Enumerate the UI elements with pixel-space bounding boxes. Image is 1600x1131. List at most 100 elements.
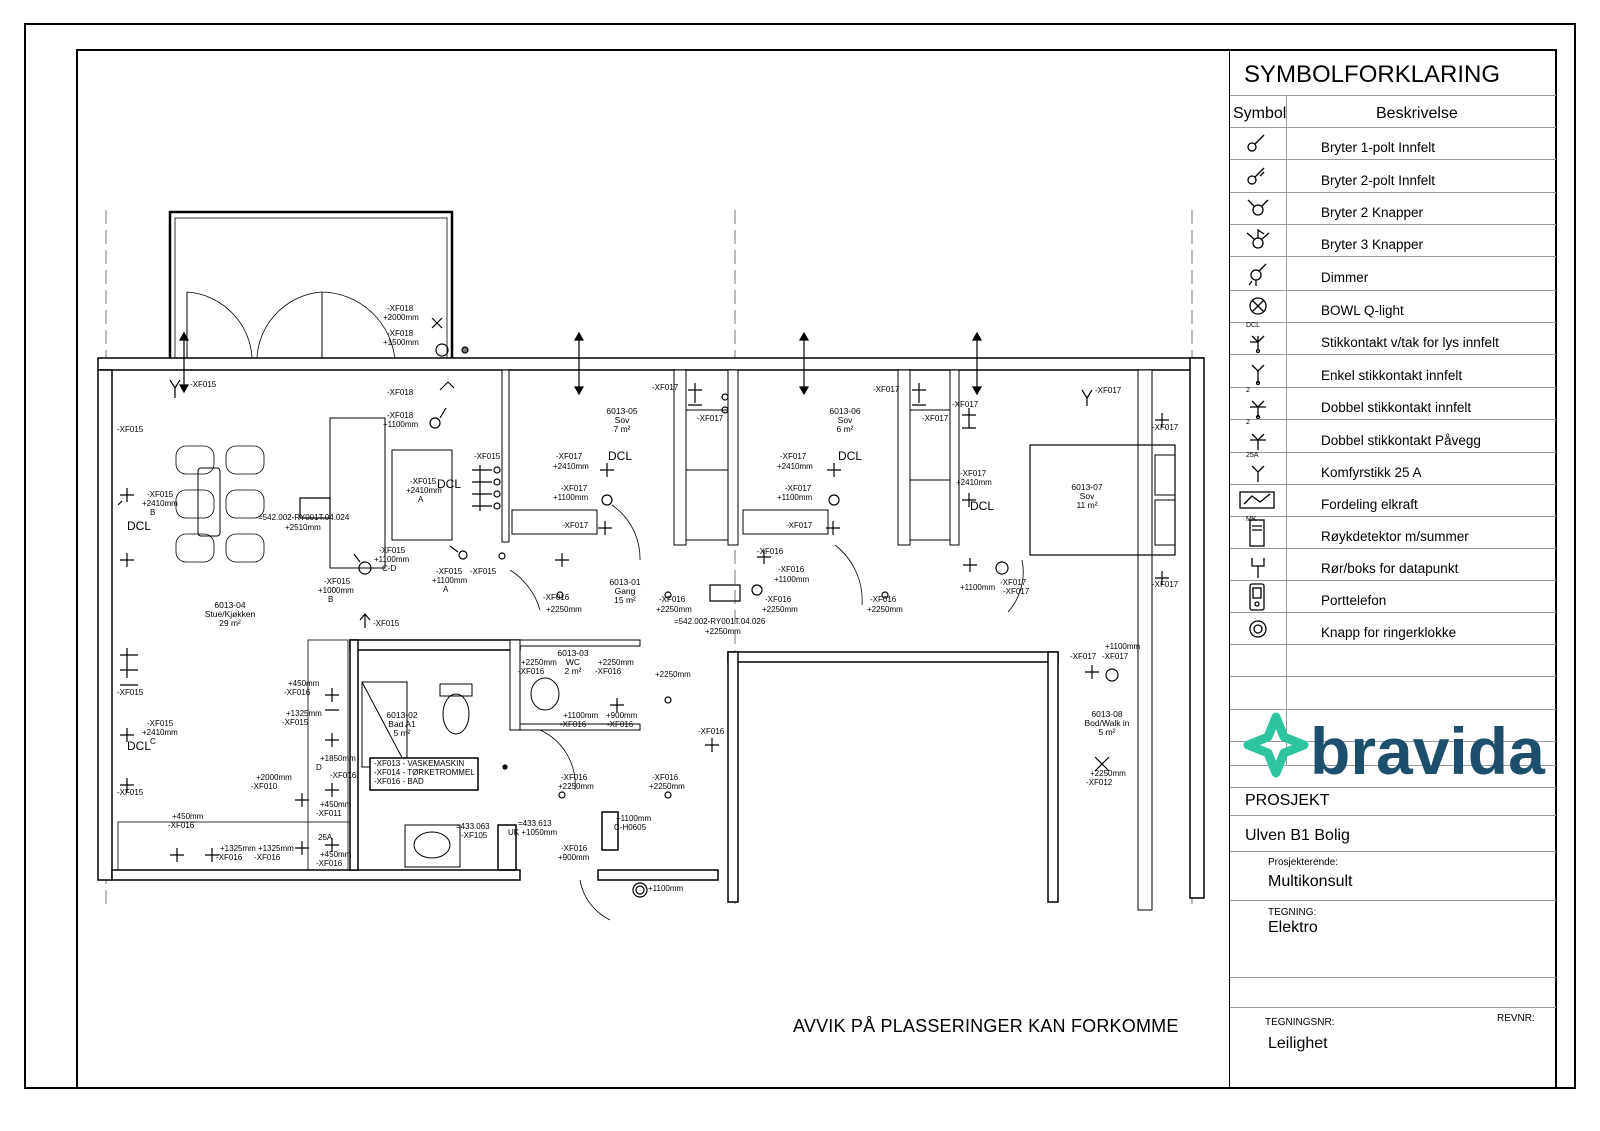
plan-annotation: -XF015	[147, 719, 174, 728]
plan-annotation: -XF018	[387, 329, 414, 338]
distribution-board-icon	[1230, 485, 1286, 517]
placement-note: AVVIK PÅ PLASSERINGER KAN FORKOMME	[793, 1016, 1179, 1036]
plan-annotation: -XF017	[960, 469, 987, 478]
plan-annotation: DCL	[608, 449, 632, 463]
plan-annotation: =433.613	[518, 819, 552, 828]
plan-annotation: DCL	[127, 739, 151, 753]
legend-col-description: Beskrivelse	[1376, 105, 1458, 122]
legend-row: Bryter 3 Knapper	[1230, 224, 1556, 257]
plan-annotation: =542.002-RY001T.04.026	[674, 617, 766, 626]
legend-title: SYMBOLFORKLARING	[1244, 61, 1501, 88]
double-outlet-icon: 2	[1230, 387, 1286, 420]
stove-outlet-icon: 25A	[1230, 452, 1286, 485]
plan-annotation: -XF016	[778, 565, 805, 574]
plan-annotation: -XF017	[952, 400, 979, 409]
legend-row-empty	[1230, 644, 1556, 677]
legend-row: BOWL Q-light	[1230, 290, 1556, 323]
plan-annotation: -XF016	[543, 593, 570, 602]
plan-annotation: =433.063	[456, 822, 490, 831]
room-name-wc: WC	[566, 657, 580, 667]
plan-annotation: +1000mm	[318, 586, 354, 595]
plan-annotation: C-H0605	[614, 823, 647, 832]
plan-annotation: +1100mm	[432, 576, 468, 585]
legend-col-symbol: Symbol	[1233, 105, 1287, 122]
plan-annotation: DCL	[127, 519, 151, 533]
plan-annotation: 25A	[318, 833, 333, 842]
plan-annotation: C	[150, 737, 156, 746]
plan-annotation: -XF017	[556, 452, 583, 461]
plan-annotation: -XF016	[330, 771, 357, 780]
plan-annotation: +2410mm	[777, 462, 813, 471]
plan-annotation: -XF015	[373, 619, 400, 628]
plan-annotation: +2250mm	[656, 605, 692, 614]
plan-annotation: -XF015	[324, 577, 351, 586]
plan-annotation: -XF017	[1152, 580, 1179, 589]
plan-annotation: +1100mm	[960, 583, 996, 592]
legend-description: Dobbel stikkontakt innfelt	[1321, 400, 1472, 415]
room-area-bod: 5 m²	[1099, 727, 1116, 737]
plan-annotation: -XF015	[474, 452, 501, 461]
drawing-no: Leilighet	[1268, 1035, 1328, 1052]
room-name-gang: Gang	[615, 586, 636, 596]
room-name-sov1: Sov	[615, 415, 630, 425]
plan-annotation: +1100mm	[553, 493, 589, 502]
designer: Multikonsult	[1268, 873, 1353, 890]
room-area-sov3: 11 m²	[1076, 500, 1097, 510]
plan-annotation: =542.002-RY001T.04.024	[258, 513, 350, 522]
legend-description: Porttelefon	[1321, 593, 1387, 608]
legend-row-empty	[1230, 676, 1556, 709]
plan-annotation: +1100mm	[616, 814, 652, 823]
legend-symbol-text: 2	[1246, 419, 1250, 426]
plan-annotation: -XF105	[461, 831, 488, 840]
legend-description: Knapp for ringerklokke	[1321, 625, 1457, 640]
plan-annotation: +1100mm	[1105, 642, 1141, 651]
plan-annotation: -XF017	[1070, 652, 1097, 661]
switch-2button-icon	[1230, 193, 1286, 225]
plan-annotation: -XF017	[697, 414, 724, 423]
room-name-sov2: Sov	[838, 415, 853, 425]
plan-annotation: -XF016	[607, 720, 634, 729]
plan-annotation: DCL	[838, 449, 862, 463]
plan-annotation: -XF016	[560, 720, 587, 729]
room-id-stue: 6013-04	[214, 600, 245, 610]
plan-annotation: B	[328, 595, 333, 604]
legend-row: Rør/boks for datapunkt	[1230, 548, 1556, 581]
plan-annotation: -XF018	[387, 304, 414, 313]
plan-annotation: -XF017	[562, 521, 589, 530]
bravida-logo: bravida	[1243, 712, 1546, 787]
plan-annotation: +1500mm	[383, 338, 419, 347]
bravida-mark-icon	[1243, 712, 1309, 778]
plan-annotation: D	[316, 763, 322, 772]
plan-annotation: +2250mm	[598, 658, 634, 667]
room-area-gang: 15 m²	[614, 595, 636, 605]
plan-annotation: DCL	[437, 477, 461, 491]
legend-description: Dobbel stikkontakt Påvegg	[1321, 432, 1481, 448]
data-point-icon	[1230, 549, 1286, 581]
plan-annotation: +900mm	[606, 711, 638, 720]
plan-annotation: -XF010	[251, 782, 278, 791]
legend-row: Fordeling elkraft	[1230, 484, 1556, 517]
plan-annotation: +2250mm	[705, 627, 741, 636]
plan-annotation: -XF017	[786, 521, 813, 530]
dimmer-icon	[1230, 257, 1286, 291]
designer-label: Prosjekterende:	[1268, 857, 1339, 868]
double-outlet-wall-icon: 2	[1230, 419, 1286, 453]
plan-annotation: -XF017	[1003, 587, 1030, 596]
plan-annotation: -XF017	[652, 383, 679, 392]
legend-description: Stikkontakt v/tak for lys innfelt	[1321, 335, 1499, 350]
plan-annotation: -XF016	[284, 688, 311, 697]
legend-description: Fordeling elkraft	[1321, 497, 1418, 512]
plan-annotation: -XF013 - VASKEMASKIN	[374, 759, 464, 768]
plan-annotation: -XF015	[117, 688, 144, 697]
plan-annotation: +1100mm	[563, 711, 599, 720]
legend-row: Porttelefon	[1230, 580, 1556, 613]
plan-annotation: +1850mm	[320, 754, 356, 763]
plan-annotation: A	[443, 585, 449, 594]
plan-annotation: -XF015	[470, 567, 497, 576]
legend-description: Bryter 3 Knapper	[1321, 237, 1424, 252]
floor-plan: 6013-04 Stue/Kjøkken 29 m² 6013-05 Sov 7…	[97, 210, 1205, 921]
legend-symbol-text: DCL	[1246, 322, 1261, 329]
plan-annotation: +2410mm	[142, 728, 178, 737]
rev-label: REVNR:	[1497, 1013, 1535, 1024]
legend-description: Dimmer	[1321, 270, 1369, 285]
